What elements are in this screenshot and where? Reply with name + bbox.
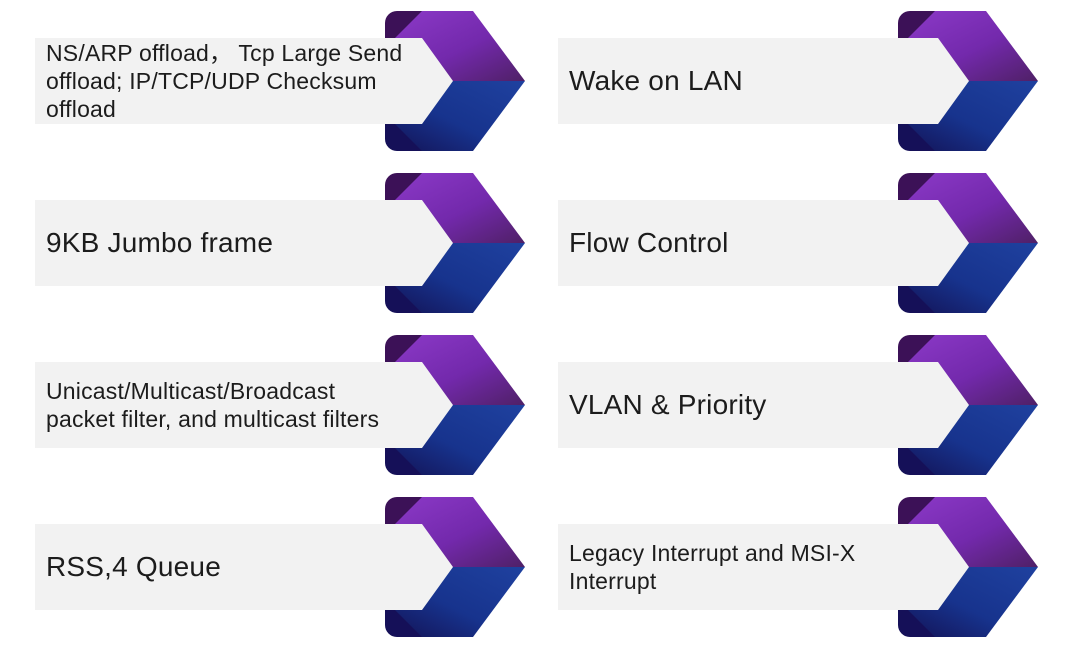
- feature-label: 9KB Jumbo frame: [46, 226, 274, 258]
- feature-label: RSS,4 Queue: [46, 550, 221, 582]
- feature-label-bar: Flow Control: [558, 200, 969, 286]
- feature-item: Unicast/Multicast/Broadcast packet filte…: [35, 324, 525, 486]
- feature-label: Flow Control: [569, 226, 729, 258]
- feature-item: VLAN & Priority: [558, 324, 1038, 486]
- feature-label-bar: Legacy Interrupt and MSI-X Interrupt: [558, 524, 969, 610]
- feature-label: VLAN & Priority: [569, 388, 767, 420]
- feature-item: Flow Control: [558, 162, 1038, 324]
- feature-label: Unicast/Multicast/Broadcast packet filte…: [46, 378, 380, 432]
- feature-column-right: Wake on LAN Flow Control VLAN & Priority: [558, 0, 1038, 649]
- feature-label-bar: VLAN & Priority: [558, 362, 969, 448]
- feature-item: 9KB Jumbo frame: [35, 162, 525, 324]
- feature-label-bar: Unicast/Multicast/Broadcast packet filte…: [35, 362, 453, 448]
- feature-label-bar: RSS,4 Queue: [35, 524, 453, 610]
- feature-label: Wake on LAN: [569, 64, 743, 96]
- feature-item: RSS,4 Queue: [35, 486, 525, 648]
- feature-label-bar: 9KB Jumbo frame: [35, 200, 453, 286]
- feature-label-bar: NS/ARP offload， Tcp Large Send offload; …: [35, 38, 453, 124]
- feature-label: NS/ARP offload， Tcp Large Send offload; …: [46, 40, 403, 122]
- feature-item: NS/ARP offload， Tcp Large Send offload; …: [35, 0, 525, 162]
- feature-label-bar: Wake on LAN: [558, 38, 969, 124]
- feature-column-left: NS/ARP offload， Tcp Large Send offload; …: [35, 0, 525, 649]
- feature-item: Wake on LAN: [558, 0, 1038, 162]
- feature-label: Legacy Interrupt and MSI-X Interrupt: [569, 540, 856, 594]
- feature-item: Legacy Interrupt and MSI-X Interrupt: [558, 486, 1038, 648]
